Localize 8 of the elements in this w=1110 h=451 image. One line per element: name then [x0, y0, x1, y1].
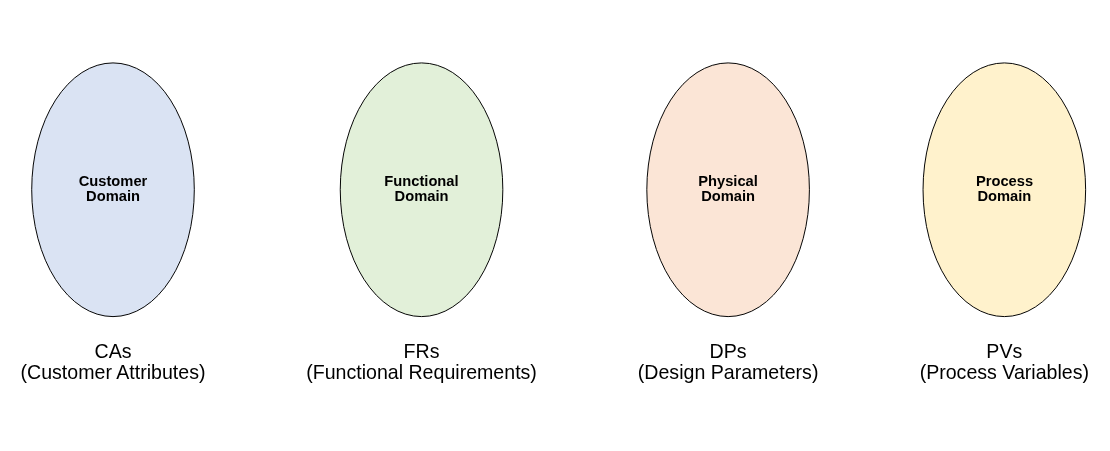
node-ellipse: Functional Domain — [339, 61, 504, 317]
node-ellipse: Customer Domain — [31, 61, 195, 317]
node-label: DPs (Design Parameters) — [637, 339, 819, 383]
node-label: PVs (Process Variables) — [919, 339, 1090, 383]
node-label: FRs (Functional Requirements) — [306, 339, 537, 383]
node-label: CAs (Customer Attributes) — [20, 339, 206, 383]
node-ellipse: Process Domain — [922, 61, 1087, 317]
node-ellipse: Physical Domain — [646, 61, 810, 317]
